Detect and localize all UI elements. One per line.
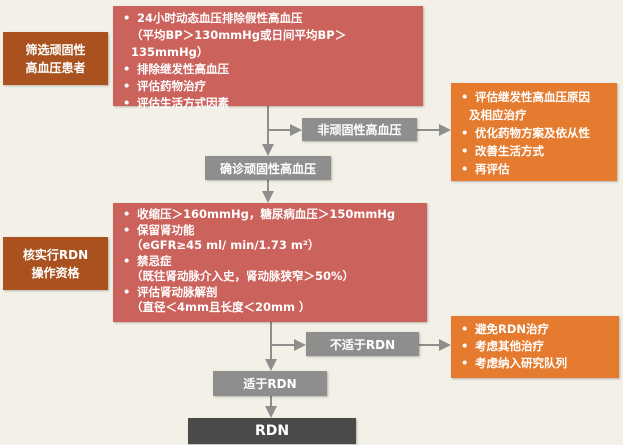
stage-screening-label: 筛选顽固性 高血压患者 xyxy=(3,32,108,85)
list-item: 考虑其他治疗 xyxy=(459,338,611,355)
suitable-rdn-box: 适于RDN xyxy=(213,371,327,396)
rdn-final-box: RDN xyxy=(188,418,356,444)
branch-label: 不适于RDN xyxy=(329,337,396,352)
confirm-label: 确诊顽固性高血压 xyxy=(219,161,316,176)
not-suitable-actions-box: 避免RDN治疗考虑其他治疗考虑纳入研究队列 xyxy=(451,316,619,378)
list-item: 排除继发性高血压 xyxy=(121,61,415,78)
list-item: 禁忌症 xyxy=(121,254,419,270)
list-item: （既往肾动脉介入史，肾动脉狭窄＞50%） xyxy=(131,269,355,283)
list-item: 24小时动态血压排除假性高血压 xyxy=(121,10,415,27)
label-line: 核实行RDN xyxy=(22,247,89,262)
list-item: 评估生活方式因素 xyxy=(121,95,415,112)
screening-criteria-box: 24小时动态血压排除假性高血压（平均BP＞130mmHg或日间平均BP＞135m… xyxy=(113,6,423,112)
list-item: 优化药物方案及依从性 xyxy=(459,124,609,142)
list-item: 避免RDN治疗 xyxy=(459,321,611,338)
not-suitable-rdn-box: 不适于RDN xyxy=(306,332,419,356)
list-item: 保留肾功能 xyxy=(121,223,419,239)
suitable-label: 适于RDN xyxy=(243,377,297,391)
stage-eligibility-label: 核实行RDN 操作资格 xyxy=(3,237,108,290)
non-resistant-actions-box: 评估继发性高血压原因及相应治疗优化药物方案及依从性改善生活方式再评估 xyxy=(451,83,617,181)
list-item: 考虑纳入研究队列 xyxy=(459,355,611,372)
list-item: 评估药物治疗 xyxy=(121,78,415,95)
label-line: 操作资格 xyxy=(31,265,80,280)
list-item: 评估肾动脉解剖 xyxy=(121,285,419,301)
final-label: RDN xyxy=(254,423,290,439)
label-line: 筛选顽固性 xyxy=(25,42,86,57)
label-line: 高血压患者 xyxy=(25,60,86,75)
list-item: （平均BP＞130mmHg或日间平均BP＞135mmHg） xyxy=(131,28,347,59)
confirmed-resistant-hypertension-box: 确诊顽固性高血压 xyxy=(205,156,331,180)
list-item: 再评估 xyxy=(459,160,609,178)
non-resistant-hypertension-box: 非顽固性高血压 xyxy=(302,118,417,141)
branch-label: 非顽固性高血压 xyxy=(317,123,402,137)
list-item: 改善生活方式 xyxy=(459,142,609,160)
list-item: 评估继发性高血压原因 xyxy=(459,88,609,106)
list-item: 及相应治疗 xyxy=(469,108,527,122)
eligibility-criteria-box: 收缩压＞160mmHg，糖尿病血压＞150mmHg保留肾功能（eGFR≥45 m… xyxy=(113,203,427,322)
list-item: （直径＜4mm且长度＜20mm ） xyxy=(131,300,311,314)
list-item: 收缩压＞160mmHg，糖尿病血压＞150mmHg xyxy=(121,207,419,223)
list-item: （eGFR≥45 ml/ min/1.73 m²） xyxy=(131,238,320,252)
